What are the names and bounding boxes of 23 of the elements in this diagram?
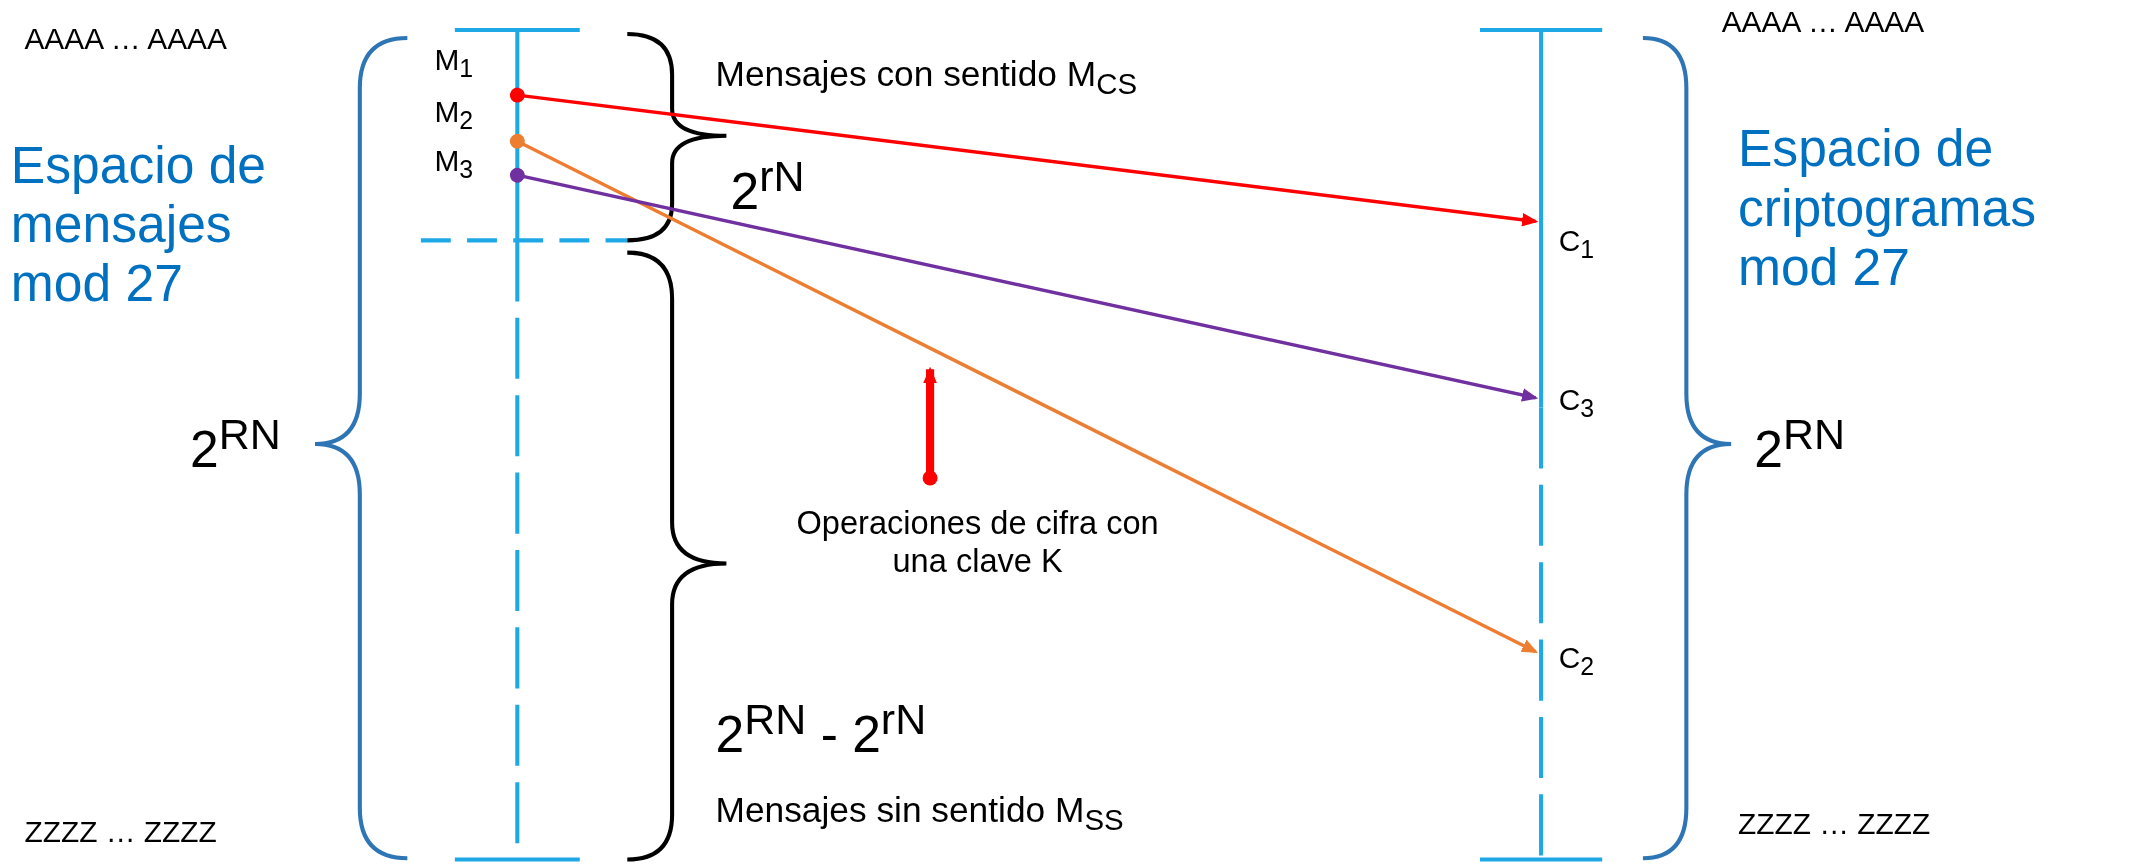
operation-note: Operaciones de cifra con una clave K [780,505,1175,581]
axis-end-label: ZZZZ … ZZZZ [24,814,217,849]
axis-end-label: ZZZZ … ZZZZ [1737,806,1931,841]
arrow [509,167,1539,402]
cryptogram-label: C$_{2}$ [1558,640,1595,681]
count-label: 2$^{RN}$ - 2$^{rN}$ [715,695,927,765]
cryptogram-label: C$_{3}$ [1558,382,1595,423]
axis-end-label: AAAA … AAAA [24,21,227,57]
count-label: 2$^{RN}$ [1754,410,1846,480]
subspace-label: Mensajes sin sentido M$_{SS}$ [715,790,1124,838]
message-label: M$_{2}$ [434,95,474,135]
arrow [509,133,1539,654]
space-title: Espacio de mensajes mod 27 [10,135,268,314]
count-label: 2$^{RN}$ [190,410,281,480]
count-label: 2$^{rN}$ [730,152,805,222]
subspace-label: Mensajes con sentido M$_{CS}$ [715,54,1138,102]
arrow [922,366,938,486]
axis-end-label: AAAA … AAAA [1721,5,1925,40]
cryptogram-label: C$_{1}$ [1558,224,1595,264]
message-label: M$_{3}$ [434,143,474,184]
message-label: M$_{1}$ [434,43,474,83]
arrow [509,87,1539,227]
space-title: Espacio de criptogramas mod 27 [1737,119,2038,298]
